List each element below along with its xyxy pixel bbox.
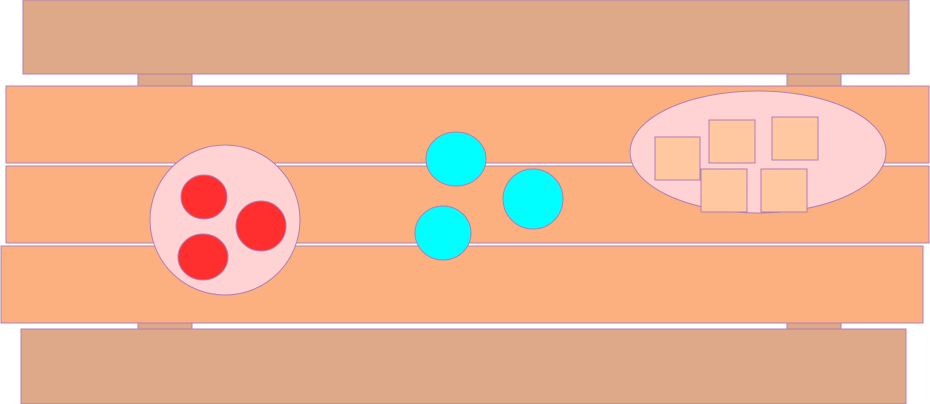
red-ball[interactable] [235,200,287,252]
platter [629,90,887,214]
red-ball[interactable] [180,174,228,220]
bench-top [22,0,910,75]
square-cracker[interactable] [771,116,819,161]
square-cracker[interactable] [700,168,748,213]
cyan-balls [414,131,564,261]
fruit-plate [149,144,301,296]
bench-bottom [20,328,907,404]
cyan-ball[interactable] [425,131,487,187]
red-ball[interactable] [177,233,229,281]
square-cracker[interactable] [760,168,808,213]
square-cracker[interactable] [708,119,756,164]
cyan-ball[interactable] [414,205,472,261]
table-plank-3 [0,245,924,324]
square-cracker[interactable] [654,136,701,181]
cyan-ball[interactable] [502,168,564,230]
cracker-platter [629,90,887,214]
